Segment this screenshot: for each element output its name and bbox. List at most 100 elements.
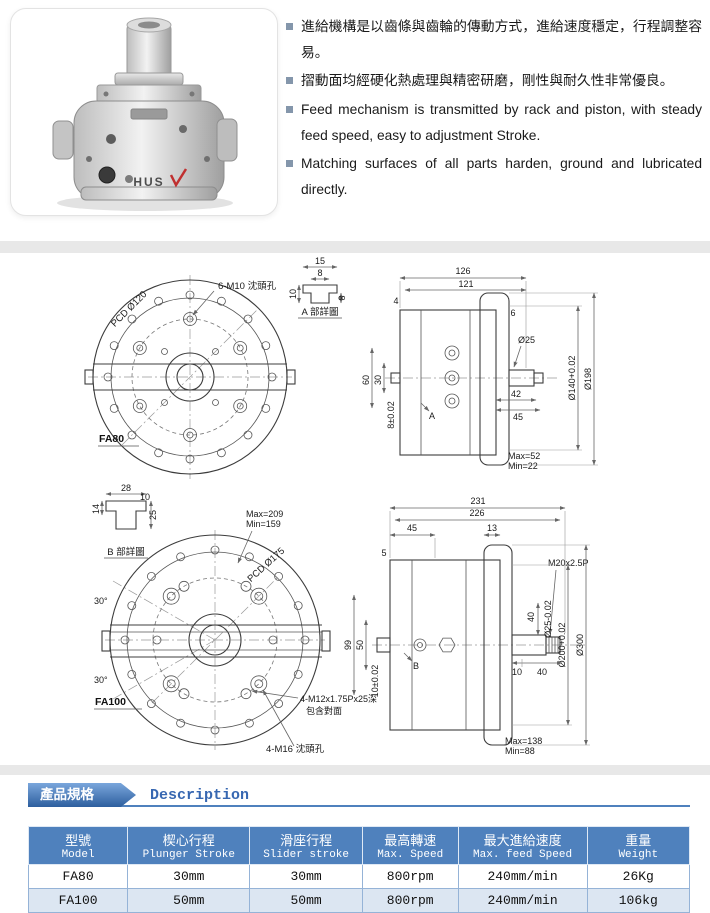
- circle-shape: [179, 125, 187, 133]
- spec-row-fa80: FA80 30mm 30mm 800rpm 240mm/min 26Kg: [27, 864, 691, 889]
- intro-bullet-text: 摺動面均經硬化熱處理與精密研磨，剛性與耐久性非常優良。: [301, 73, 674, 89]
- circle-shape: [444, 370, 460, 386]
- line-shape: [112, 580, 216, 641]
- spec-cell: 26Kg: [586, 864, 691, 889]
- circle-shape: [293, 601, 303, 611]
- fa100-angle-bottom: 30°: [94, 675, 108, 685]
- line-shape: [112, 639, 216, 700]
- circle-shape: [417, 642, 423, 648]
- circle-shape: [243, 314, 253, 324]
- col-label-en: Max. feed Speed: [473, 849, 573, 861]
- fa100-stroke-max: Max=209: [246, 509, 283, 519]
- circle-shape: [189, 91, 195, 97]
- fa100-dim-226: 226: [469, 508, 484, 518]
- rect-shape: [80, 186, 218, 201]
- circle-shape: [261, 403, 271, 413]
- fa80-dim-o198: Ø198: [583, 368, 593, 390]
- spec-cell: 240mm/min: [457, 888, 588, 913]
- line-shape: [192, 290, 215, 316]
- col-label-zh: 最大進給速度: [483, 833, 562, 848]
- spec-row-fa100: FA100 50mm 50mm 800rpm 240mm/min 106kg: [27, 888, 691, 913]
- circle-shape: [212, 399, 219, 406]
- section-divider-top: [0, 241, 710, 253]
- fa80-view-mark-a: A: [429, 411, 435, 421]
- circle-shape: [132, 341, 147, 355]
- fa80-dim-42: 42: [511, 389, 521, 399]
- circle-shape: [132, 399, 147, 413]
- rect-shape: [216, 118, 238, 162]
- circle-shape: [233, 341, 248, 355]
- drawing-canvas: 6-M10 沈頭孔 PCD Ø120 FA80 15 8 10 8 A 部詳圖: [84, 256, 598, 756]
- circle-shape: [268, 635, 278, 645]
- fa80-detail-title: A 部詳圖: [302, 306, 339, 318]
- circle-shape: [210, 725, 220, 735]
- circle-shape: [109, 341, 119, 350]
- fa100-view-mark-b: B: [413, 661, 419, 671]
- circle-shape: [146, 571, 156, 581]
- spec-cell: FA80: [27, 864, 129, 889]
- bullet-square-icon: [286, 105, 293, 113]
- circle-shape: [185, 454, 195, 464]
- circle-shape: [127, 314, 137, 324]
- spec-col-model: 型號 Model: [27, 826, 129, 865]
- intro-bullet-text: 進給機構是以齒條與齒輪的傳動方式，進給速度穩定，行程調整容易。: [301, 19, 702, 61]
- circle-shape: [216, 296, 226, 306]
- circle-shape: [210, 545, 220, 555]
- circle-shape: [126, 551, 304, 729]
- circle-shape: [154, 448, 164, 458]
- brand-logo-check-icon: [169, 168, 188, 188]
- rect-shape: [479, 292, 510, 466]
- fa80-detail-dim-8b: 8: [337, 295, 347, 300]
- circle-shape: [261, 341, 271, 350]
- circle-shape: [186, 431, 194, 439]
- brand-logo-text: HUS: [133, 175, 164, 189]
- line-shape: [262, 689, 295, 747]
- fa100-tap-note-2: 包含對面: [306, 705, 342, 716]
- rect-shape: [390, 372, 401, 384]
- fa100-detail-dim-14: 14: [91, 504, 101, 514]
- circle-shape: [165, 352, 215, 402]
- circle-shape: [125, 175, 133, 183]
- intro-bullet-text: Matching surfaces of all parts harden, g…: [301, 156, 702, 198]
- fa100-detail-b: 28 10 14 25 B 部詳圖: [91, 483, 158, 559]
- fa100-angle-top: 30°: [94, 596, 108, 606]
- fa80-dim-60: 60: [361, 375, 371, 385]
- ellipse-shape: [138, 21, 160, 29]
- circle-shape: [127, 430, 137, 440]
- rect-shape: [545, 636, 561, 654]
- circle-shape: [98, 166, 116, 184]
- spec-cell: 800rpm: [361, 888, 459, 913]
- fa80-stroke-min: Min=22: [508, 461, 538, 471]
- circle-shape: [152, 635, 162, 645]
- spec-section-tag: 產品規格: [28, 783, 136, 807]
- fa80-detail-dim-10: 10: [288, 289, 298, 299]
- circle-shape: [127, 601, 137, 611]
- bullet-square-icon: [286, 160, 293, 168]
- bullet-square-icon: [286, 77, 293, 85]
- fa100-model-label: FA100: [95, 696, 126, 708]
- fa100-dim-40b: 40: [537, 667, 547, 677]
- fa100-pcd-label: PCD Ø175: [246, 546, 287, 585]
- fa80-dim-30: 30: [373, 375, 383, 385]
- line-shape: [420, 402, 430, 412]
- circle-shape: [444, 393, 460, 409]
- spec-cell: 50mm: [249, 888, 363, 913]
- circle-shape: [448, 397, 456, 405]
- fa80-dim-6: 6: [510, 308, 515, 318]
- circle-shape: [216, 448, 226, 458]
- col-label-en: Plunger Stroke: [142, 849, 235, 861]
- circle-shape: [244, 552, 254, 562]
- fa100-dim-o25: Ø25-0.02: [543, 600, 553, 638]
- fa80-detail-a: 15 8 10 8 A 部詳圖: [288, 256, 347, 319]
- circle-shape: [250, 587, 268, 605]
- rect-shape: [321, 630, 331, 652]
- line-shape: [121, 308, 259, 446]
- col-label-en: Weight: [618, 849, 659, 861]
- spec-header-row: 型號 Model 楔心行程 Plunger Stroke 滑座行程 Slider…: [27, 826, 691, 865]
- intro-bullet-item: Matching surfaces of all parts harden, g…: [286, 151, 702, 203]
- spec-col-slider-stroke: 滑座行程 Slider stroke: [249, 826, 363, 865]
- rect-shape: [130, 108, 168, 120]
- bullet-square-icon: [286, 23, 293, 30]
- circle-shape: [448, 349, 456, 357]
- rect-shape: [533, 372, 544, 384]
